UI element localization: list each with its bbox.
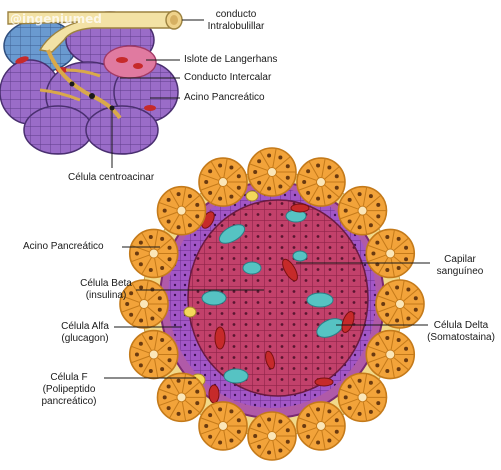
label-line: sanguíneo	[430, 266, 490, 278]
acinus	[199, 158, 247, 206]
acinus	[297, 402, 345, 450]
label-conducto-intercalar: Conducto Intercalar	[184, 72, 271, 84]
label-line: (Somatostaina)	[424, 332, 498, 344]
label-centroacinar: Célula centroacinar	[68, 172, 154, 184]
label-acino-top: Acino Pancreático	[184, 92, 265, 104]
label-delta: Célula Delta (Somatostaina)	[424, 320, 498, 344]
label-line: (glucagon)	[56, 333, 114, 345]
label-line: Célula Delta	[424, 320, 498, 332]
label-line: Célula Beta	[76, 278, 136, 290]
label-line: Intralobulillar	[206, 21, 266, 33]
acinus	[339, 187, 387, 235]
acinus	[376, 280, 424, 328]
acinus	[248, 412, 296, 460]
label-line: Célula Alfa	[56, 321, 114, 333]
label-acino-left: Acino Pancreático	[23, 241, 104, 253]
acinus	[297, 158, 345, 206]
acinus	[366, 229, 414, 277]
label-line: (insulina)	[76, 290, 136, 302]
acinus	[157, 187, 205, 235]
label-beta: Célula Beta (insulina)	[76, 278, 136, 302]
acinus	[130, 229, 178, 277]
label-f-cell: Célula F (Polipeptido pancreático)	[34, 372, 104, 408]
label-line: pancreático)	[34, 396, 104, 408]
label-line: Célula F	[34, 372, 104, 384]
acinus	[248, 148, 296, 196]
label-line: conducto	[206, 9, 266, 21]
acinus	[130, 331, 178, 379]
acinus	[199, 402, 247, 450]
label-line: Capilar	[430, 254, 490, 266]
label-capilar: Capilar sanguíneo	[430, 254, 490, 278]
acinus	[339, 373, 387, 421]
acinus	[366, 331, 414, 379]
label-conducto-intralobulillar: conducto Intralobulillar	[206, 9, 266, 33]
acinus-cluster-top	[0, 11, 182, 154]
label-islote: Islote de Langerhans	[184, 54, 277, 66]
label-line: (Polipeptido	[34, 384, 104, 396]
label-alfa: Célula Alfa (glucagon)	[56, 321, 114, 345]
acinus	[157, 373, 205, 421]
watermark: @ingeniumed	[10, 12, 102, 26]
